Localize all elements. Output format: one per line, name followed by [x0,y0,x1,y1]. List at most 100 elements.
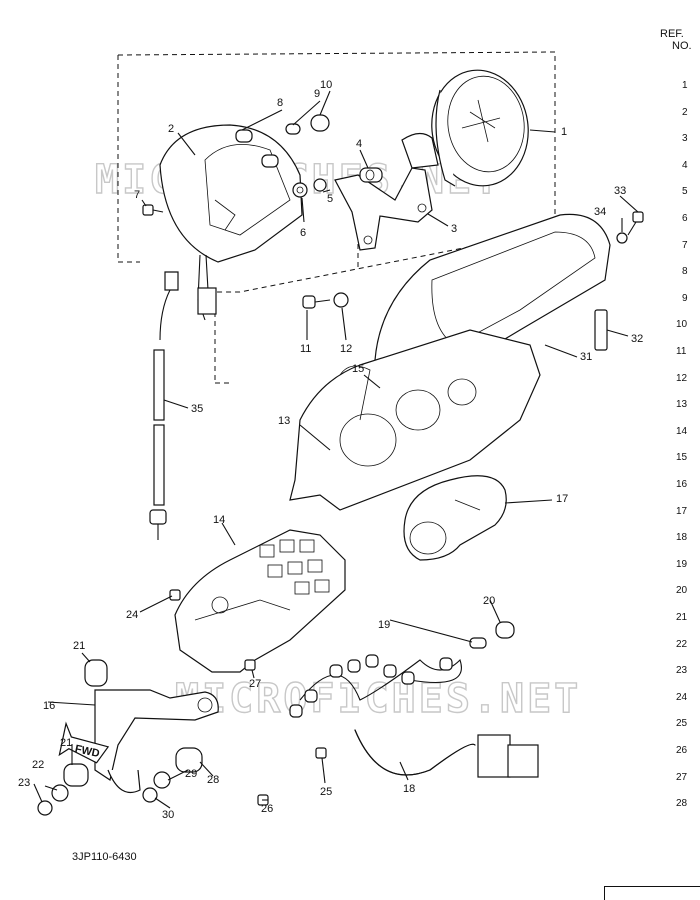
ref-number: 17 [676,505,688,517]
ref-number: 21 [676,612,688,623]
callout-7: 7 [134,189,140,201]
grommet-21-upper [84,659,108,687]
ref-number: 3 [682,133,688,145]
callout-5: 5 [327,193,333,205]
bulb-socket-8 [235,129,279,168]
nut-23 [37,800,53,816]
callout-29: 29 [185,768,197,780]
callout-9: 9 [314,88,320,100]
ref-number: 13 [676,399,688,411]
assembly-boundary-ticks [215,244,359,384]
ref-number: 27 [676,771,688,783]
callout-17: 17 [556,493,568,505]
nut-12 [333,292,349,308]
watermark-bottom: MICROFICHES.NET [175,676,581,722]
callout-30: 30 [162,809,174,821]
callout-21-lower: 21 [60,737,72,749]
washer-22 [51,784,69,802]
screw-24 [169,589,181,601]
meter-face [403,475,507,561]
fwd-arrow: FWD [58,721,110,764]
screw-7 [142,204,164,216]
damper-32 [594,309,608,351]
ref-number: 1 [682,80,688,91]
callout-6: 6 [300,227,306,239]
bulb-19 [469,637,487,649]
callout-28: 28 [207,774,219,786]
ref-heading-line1: REF. [660,28,684,40]
callout-1: 1 [561,126,567,138]
corner-frame [604,886,700,900]
callout-35: 35 [191,403,203,415]
bulb-cap-10 [310,114,330,132]
callout-21-upper: 21 [73,640,85,652]
ref-number: 28 [676,798,688,810]
grommet-28 [175,747,203,773]
callout-14: 14 [213,514,225,526]
wire-coupler [197,287,217,315]
ref-number: 5 [682,186,688,198]
washer-34 [616,232,628,244]
callout-22: 22 [32,759,44,771]
callout-8: 8 [277,97,283,109]
screw-11 [302,295,331,309]
ref-number: 9 [682,292,688,304]
callout-12: 12 [340,343,352,355]
screw-25 [315,747,327,759]
grommet-4 [359,167,383,183]
screw-27 [244,659,256,671]
meter-unit [431,69,529,187]
callout-31: 31 [580,351,592,363]
callout-16: 16 [43,700,55,712]
bulb-cap-20 [495,621,515,639]
ref-number: 14 [676,425,688,437]
meter-stay [94,689,219,794]
callout-3: 3 [451,223,457,235]
callout-11: 11 [300,343,311,355]
callout-19: 19 [378,619,390,631]
ref-number: 2 [682,106,688,118]
washer-5 [313,178,327,192]
ref-number: 19 [676,558,688,570]
callout-23: 23 [18,777,30,789]
callout-24: 24 [126,609,138,621]
nut-30 [142,787,158,803]
leader-lines [33,90,639,809]
fwd-label: FWD [74,743,101,760]
callout-33: 33 [614,185,626,197]
ref-number: 22 [676,638,688,650]
ref-number: 25 [676,718,688,730]
callout-13: 13 [278,415,290,427]
wire-harness [289,654,539,778]
callout-4: 4 [356,138,362,150]
ref-number: 23 [676,665,688,677]
ref-number: 4 [682,159,688,171]
ref-number: 8 [682,266,688,278]
ref-number: 26 [676,745,688,756]
ref-number: 16 [676,479,688,490]
callout-10: 10 [320,79,332,91]
callout-25: 25 [320,786,332,798]
ref-number: 20 [676,585,688,597]
grommet-21-lower [63,763,89,787]
callout-20: 20 [483,595,495,607]
callout-2: 2 [168,123,174,135]
washer-29 [153,771,171,789]
callout-34: 34 [594,206,606,218]
callout-32: 32 [631,333,643,345]
meter-case [159,124,303,263]
ref-number: 15 [676,452,688,464]
ref-number: 7 [682,239,688,251]
callout-15: 15 [352,363,364,375]
ref-number: 10 [676,319,688,331]
ref-number: 6 [682,213,688,224]
meter-cable [149,271,179,540]
ref-number: 12 [676,372,688,384]
screw-33 [627,211,644,236]
drawing-code: 3JP110-6430 [72,851,137,863]
ref-number: 11 [676,346,687,357]
ref-number: 24 [676,691,688,703]
